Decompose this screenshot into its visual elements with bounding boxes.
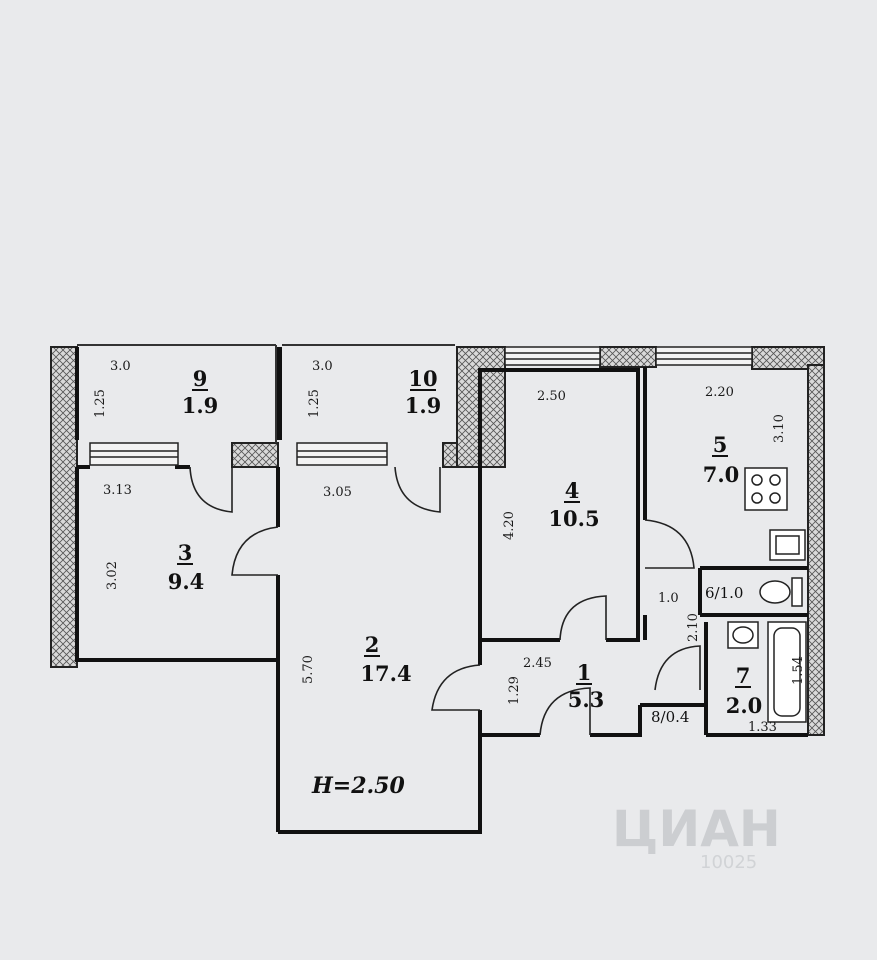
ceiling-height-label: H=2.50 <box>311 773 405 799</box>
room-1-number: 1 <box>577 660 592 685</box>
watermark-brand: ЦИАН <box>612 800 781 858</box>
room-7-number: 7 <box>736 663 751 688</box>
sink-icon <box>769 529 806 561</box>
dim-balcony9-width: 3.0 <box>110 359 131 374</box>
dim-room3-depth: 3.02 <box>105 561 120 590</box>
wall-room3-west <box>50 346 78 668</box>
room-1-area: 5.3 <box>568 687 605 712</box>
bathtub-icon <box>767 621 807 723</box>
room-8-label: 8/0.4 <box>651 708 689 726</box>
cian-watermark: ЦИАН 10025 <box>612 800 781 873</box>
washbasin-icon <box>727 621 759 649</box>
dim-room2-depth: 5.70 <box>301 655 316 684</box>
room-6-label: 6/1.0 <box>705 584 743 602</box>
room-labels: 9 1.9 10 1.9 4 10.5 5 7.0 3 9.4 2 17.4 1… <box>168 366 763 799</box>
room-10-number: 10 <box>408 366 437 391</box>
room-5-area: 7.0 <box>703 462 740 487</box>
window-room4 <box>504 346 601 366</box>
dim-wc-width: 1.0 <box>658 591 679 606</box>
balcony-outlines <box>77 344 455 443</box>
dim-bath-width: 1.33 <box>748 720 777 735</box>
dim-balcony10-width: 3.0 <box>312 359 333 374</box>
dim-room4-depth: 4.20 <box>502 511 517 540</box>
wall-kitchen-east <box>807 364 825 736</box>
dim-room3-width: 3.13 <box>103 483 132 498</box>
room-3-number: 3 <box>178 540 193 565</box>
room-7-area: 2.0 <box>726 693 763 718</box>
wall-balcony-pier <box>231 442 279 468</box>
dim-kitchen-width: 2.20 <box>705 385 734 400</box>
room-2-area: 17.4 <box>360 661 411 686</box>
dim-room4-width: 2.50 <box>537 389 566 404</box>
room-3-area: 9.4 <box>168 569 205 594</box>
walls <box>75 347 808 834</box>
room-2-number: 2 <box>365 632 380 657</box>
window-kitchen <box>655 346 753 366</box>
room-9-area: 1.9 <box>182 393 219 418</box>
room-10-area: 1.9 <box>405 393 442 418</box>
dim-bath-depth: 1.54 <box>791 656 806 685</box>
dim-corridor-length: 2.10 <box>686 613 701 642</box>
dim-room2-width: 3.05 <box>323 485 352 500</box>
room-9-number: 9 <box>193 366 208 391</box>
dimensions: 3.0 1.25 3.0 1.25 2.50 2.20 3.10 3.13 3.… <box>93 359 806 735</box>
fixtures <box>727 467 807 723</box>
watermark-code: 10025 <box>700 852 757 873</box>
room-5-number: 5 <box>713 432 728 457</box>
room-4-number: 4 <box>565 478 580 503</box>
window-room3 <box>89 442 179 466</box>
stove-icon <box>744 467 788 511</box>
wall-window-pier <box>599 346 657 368</box>
windows <box>89 346 753 466</box>
doors <box>189 466 701 736</box>
dim-kitchen-depth: 3.10 <box>772 414 787 443</box>
window-room2 <box>296 442 388 466</box>
toilet-icon <box>759 577 803 607</box>
dim-balcony9-depth: 1.25 <box>93 389 108 418</box>
wall-balcony10-east <box>442 442 458 468</box>
dim-hall-depth: 1.29 <box>507 676 522 705</box>
dim-balcony10-depth: 1.25 <box>307 389 322 418</box>
room-4-area: 10.5 <box>548 506 599 531</box>
dim-hall-width: 2.45 <box>523 656 552 671</box>
